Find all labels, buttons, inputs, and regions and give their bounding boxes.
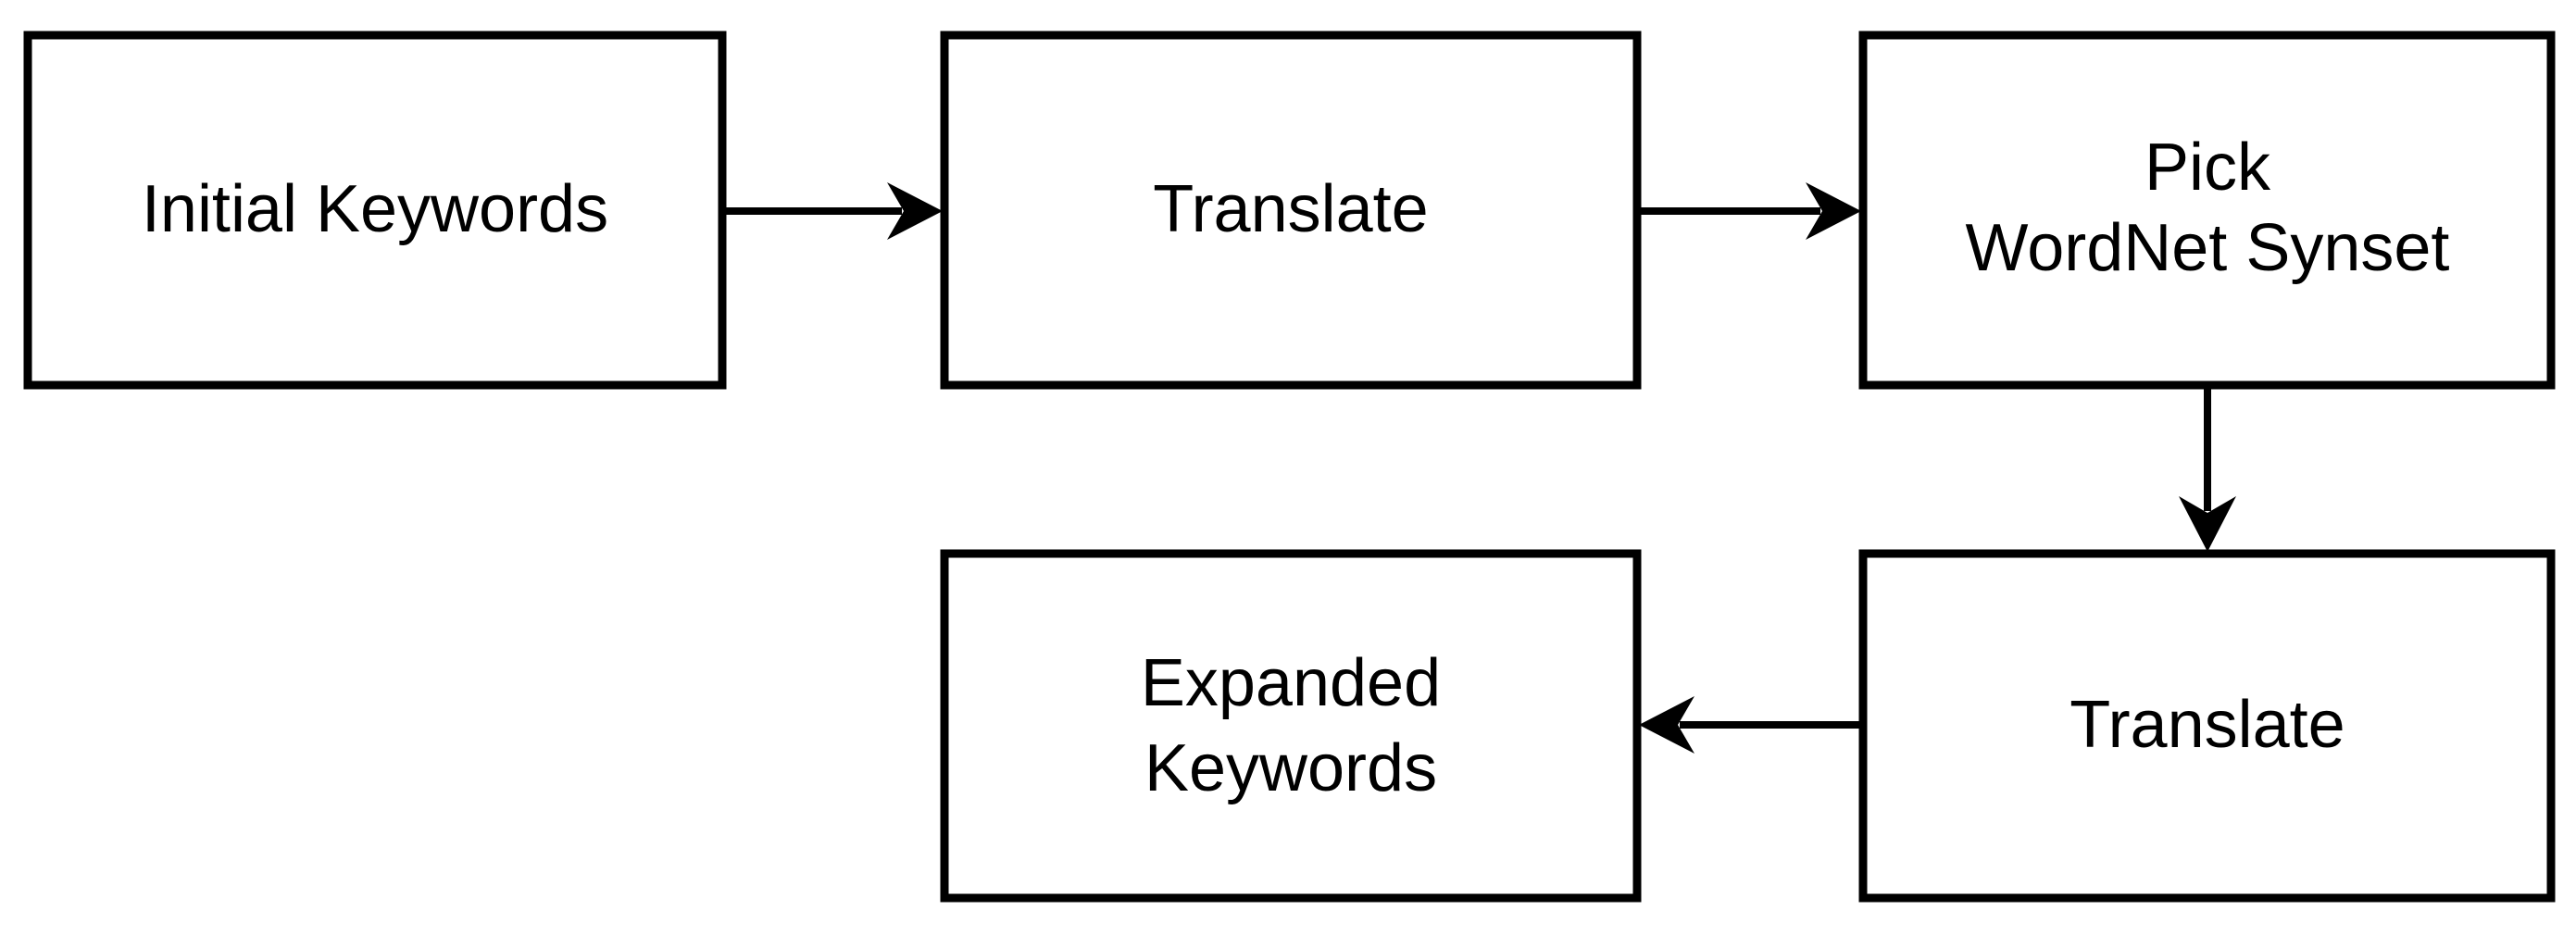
- node-pick-wordnet-synset-label-line2: WordNet Synset: [1966, 211, 2450, 285]
- node-translate-top-box: [940, 31, 1642, 390]
- node-initial-keywords-box: [23, 31, 727, 390]
- arrow-pick-wordnet-synset-to-translate: [2179, 385, 2236, 552]
- node-initial-keywords: Initial Keywords: [23, 31, 727, 390]
- arrow-initial-keywords-to-translate: [722, 182, 943, 240]
- node-translate-top: Translate: [940, 31, 1642, 390]
- node-initial-keywords-label: Initial Keywords: [142, 172, 608, 246]
- node-expanded-keywords: Expanded Keywords: [940, 549, 1642, 903]
- arrowhead-right-icon: [887, 182, 943, 240]
- node-translate-bottom-box: [1858, 549, 2556, 903]
- node-expanded-keywords-label-line2: Keywords: [1144, 731, 1437, 805]
- arrowhead-down-icon: [2179, 496, 2236, 552]
- node-translate-bottom: Translate: [1858, 549, 2556, 903]
- node-pick-wordnet-synset: Pick WordNet Synset: [1858, 31, 2556, 390]
- arrowhead-right-icon: [1806, 182, 1861, 240]
- node-expanded-keywords-label-line1: Expanded: [1141, 646, 1441, 720]
- arrow-translate-to-pick-wordnet-synset: [1637, 182, 1861, 240]
- node-pick-wordnet-synset-label-line1: Pick: [2145, 131, 2271, 205]
- node-expanded-keywords-box: [940, 549, 1642, 903]
- node-translate-top-label: Translate: [1153, 172, 1428, 246]
- node-translate-bottom-label: Translate: [2070, 688, 2345, 762]
- arrow-translate-to-expanded-keywords: [1639, 696, 1863, 754]
- node-pick-wordnet-synset-box: [1858, 31, 2556, 390]
- arrowhead-left-icon: [1639, 696, 1694, 754]
